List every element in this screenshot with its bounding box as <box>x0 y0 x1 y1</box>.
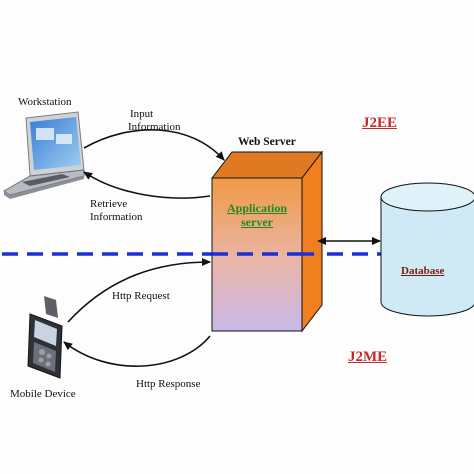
http-request-label: Http Request <box>112 290 170 302</box>
database-cylinder <box>380 182 474 317</box>
mobile-phone-icon <box>27 296 63 379</box>
web-server-label: Web Server <box>238 136 296 148</box>
input-information-line-1: Input <box>130 108 154 120</box>
input-information-label: Input Information <box>128 108 198 134</box>
input-information-arrow <box>83 128 225 161</box>
retrieve-information-label: Retrieve Information <box>90 198 143 224</box>
retrieve-information-line-2: Information <box>90 211 143 223</box>
retrieve-information-arrow <box>83 171 211 199</box>
j2me-label: J2ME <box>348 349 388 365</box>
application-server-line-2: server <box>241 215 273 229</box>
http-response-arrow <box>63 335 211 367</box>
laptop-icon <box>3 111 85 199</box>
http-request-arrow <box>67 258 211 323</box>
http-response-label: Http Response <box>136 378 201 390</box>
workstation-label: Workstation <box>18 96 72 108</box>
input-information-line-2: Information <box>128 121 181 133</box>
application-server-line-1: Application <box>226 201 287 215</box>
database-label: Database <box>401 265 445 277</box>
application-server-label: Application server <box>216 201 298 229</box>
mobile-device-label: Mobile Device <box>10 388 76 400</box>
retrieve-information-line-1: Retrieve <box>90 198 128 210</box>
j2ee-label: J2EE <box>362 115 398 131</box>
web-server-box <box>210 150 324 333</box>
